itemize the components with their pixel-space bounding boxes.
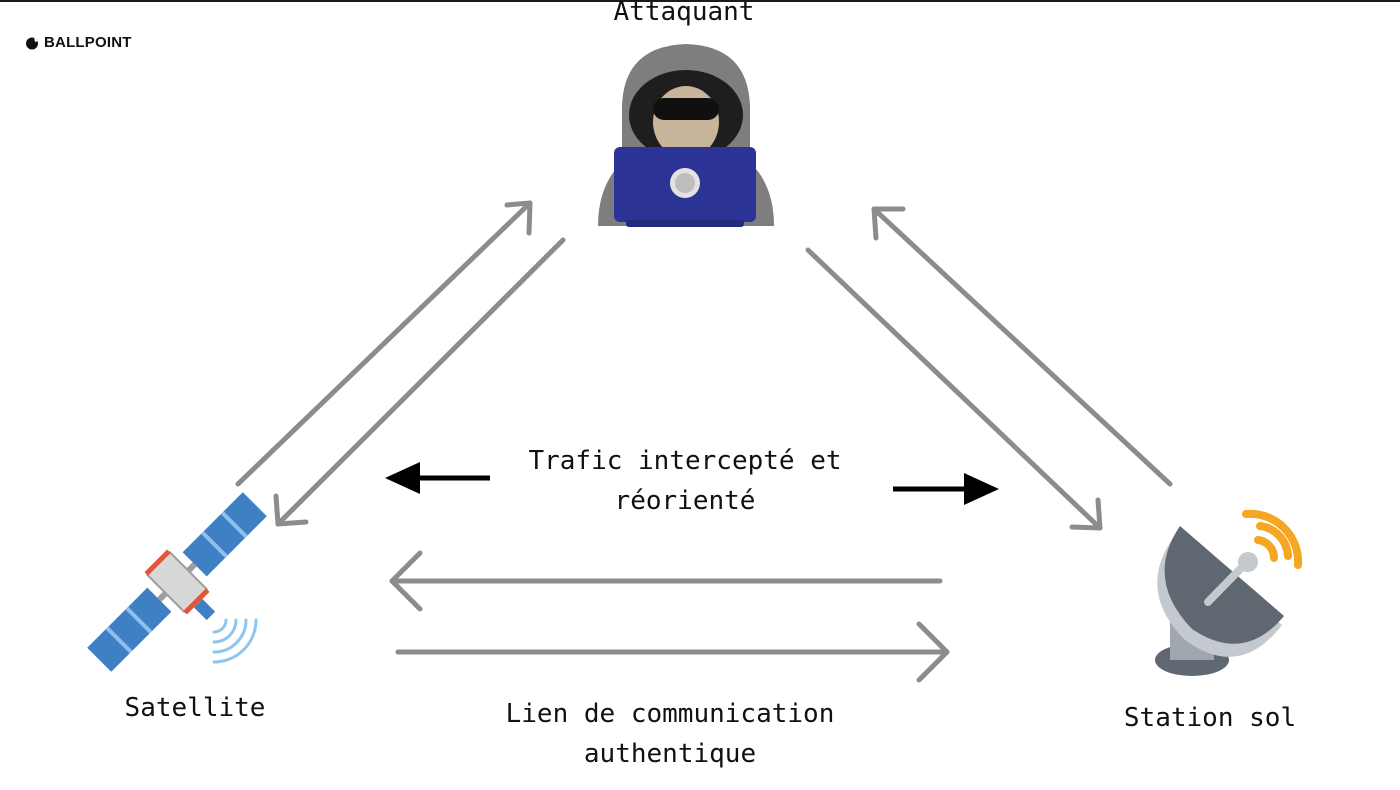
arrow-satellite-to-station (395, 621, 950, 683)
arrow-station-to-satellite (389, 550, 943, 612)
brand-logo: BALLPOINT (25, 34, 132, 51)
satellite-icon (87, 492, 267, 672)
hacker-laptop-icon (598, 44, 774, 227)
authentic-link-line-1: Lien de communication (505, 699, 835, 729)
attacker-label: Attaquant (613, 0, 755, 27)
arrow-intercept-right (893, 473, 999, 505)
brand-name: BALLPOINT (44, 34, 132, 51)
intercepted-traffic-label: Trafic intercepté et réorienté (460, 441, 910, 521)
authentic-link-line-2: authentique (583, 739, 757, 769)
intercepted-traffic-line-2: réorienté (614, 486, 756, 516)
arrow-attacker-to-satellite (273, 237, 566, 527)
arrow-intercept-left (385, 462, 490, 494)
satellite-dish-icon (1155, 509, 1303, 676)
satellite-signal-waves (212, 618, 258, 664)
station-label: Station sol (1123, 703, 1297, 733)
authentic-link-label: Lien de communication authentique (430, 694, 910, 774)
ballpoint-logo-icon (26, 36, 38, 49)
satellite-label: Satellite (124, 693, 266, 723)
arrow-attacker-to-station (805, 247, 1103, 531)
arrow-station-to-attacker (871, 206, 1173, 487)
intercepted-traffic-line-1: Trafic intercepté et (528, 446, 842, 476)
arrow-satellite-to-attacker (235, 200, 533, 487)
top-border (0, 0, 1400, 2)
